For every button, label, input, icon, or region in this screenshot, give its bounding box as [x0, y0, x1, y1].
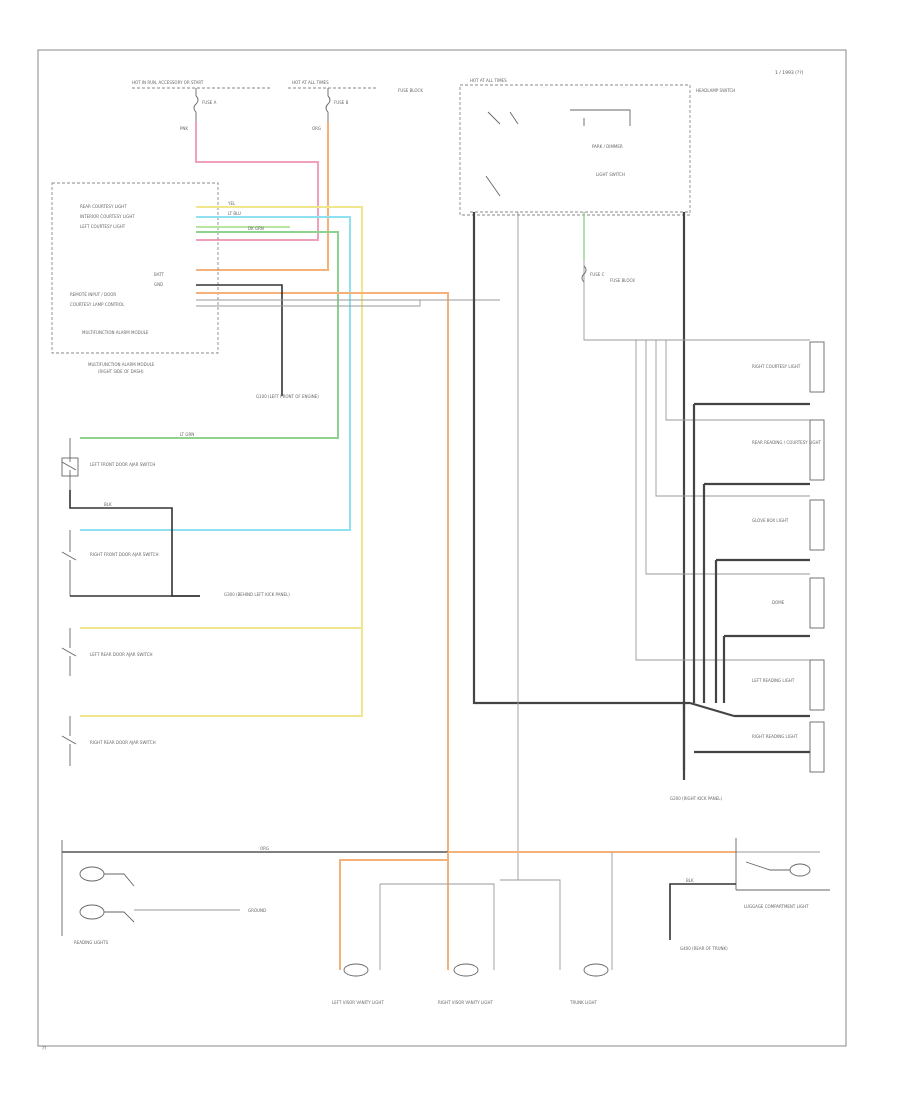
svg-text:GLOVE BOX LIGHT: GLOVE BOX LIGHT — [752, 518, 789, 523]
top-left-source-label: HOT IN RUN, ACCESSORY OR START — [132, 80, 204, 85]
bcm-pin-3: LEFT COURTESY LIGHT — [80, 224, 126, 229]
footer-label: ?? — [42, 1046, 46, 1051]
g-ground-label: G100 (LEFT FRONT OF ENGINE) — [256, 394, 319, 399]
rf-door-switch: RIGHT FRONT DOOR AJAR SWITCH — [61, 530, 158, 596]
fuse-a: FUSE A — [193, 88, 217, 122]
svg-text:LEFT FRONT DOOR AJAR SWITCH: LEFT FRONT DOOR AJAR SWITCH — [90, 462, 155, 467]
svg-text:FUSE A: FUSE A — [202, 100, 217, 105]
right-reading-light: RIGHT READING LIGHT — [752, 721, 825, 773]
svg-text:RIGHT REAR DOOR AJAR SWITCH: RIGHT REAR DOOR AJAR SWITCH — [90, 740, 156, 745]
headlamp-switch-label: HEADLAMP SWITCH — [696, 88, 735, 93]
left-reading-light: LEFT READING LIGHT — [752, 659, 825, 711]
diagram-frame — [37, 49, 847, 1047]
orange-visor-l — [339, 859, 448, 970]
bcm-ground-wire — [196, 284, 283, 396]
headlamp-hot-label: HOT AT ALL TIMES — [470, 78, 507, 83]
corner-label: 1 / 1993 (??) — [775, 70, 804, 76]
svg-text:FUSE BLOCK: FUSE BLOCK — [610, 278, 635, 283]
dome-light: DOME — [772, 577, 825, 629]
rear-reading-light: REAR READING / COURTESY LIGHT — [752, 419, 825, 481]
headlamp-switch-box — [459, 84, 691, 216]
svg-text:RIGHT READING LIGHT: RIGHT READING LIGHT — [752, 734, 798, 739]
fuse-c: FUSE C FUSE BLOCK — [581, 265, 635, 283]
fuse-b: FUSE B — [325, 88, 349, 122]
bcm-caption: MULTIFUNCTION ALARM MODULE — [88, 362, 155, 367]
rr-door-switch: RIGHT REAR DOOR AJAR SWITCH — [61, 716, 156, 766]
wire-grn-label: DK GRN — [248, 226, 264, 231]
wire-lgrn-label: LT GRN — [180, 432, 194, 437]
bcm-pin-4: BATT — [154, 272, 165, 277]
svg-text:LEFT REAR DOOR AJAR SWITCH: LEFT REAR DOOR AJAR SWITCH — [90, 652, 153, 657]
bcm-pin-5: GND — [154, 282, 163, 287]
bcm-gray-wire-2 — [196, 300, 421, 307]
svg-text:GROUND: GROUND — [248, 908, 266, 913]
ground-right-label: G200 (RIGHT KICK PANEL) — [670, 796, 722, 801]
wire-yel-label: YEL — [227, 201, 236, 206]
park-dimmer-label: PARK / DIMMER — [592, 144, 623, 149]
bcm-pin-1: REAR COURTESY LIGHT — [80, 204, 127, 209]
luggage-ground-wire — [669, 883, 736, 940]
svg-text:LEFT VISOR VANITY LIGHT: LEFT VISOR VANITY LIGHT — [332, 1000, 384, 1005]
svg-text:TRUNK LIGHT: TRUNK LIGHT — [569, 1000, 598, 1005]
lr-door-switch: LEFT REAR DOOR AJAR SWITCH — [61, 628, 153, 676]
svg-text:FUSE C: FUSE C — [590, 272, 605, 277]
orange-wire-main — [196, 292, 449, 852]
svg-text:LUGGAGE COMPARTMENT LIGHT: LUGGAGE COMPARTMENT LIGHT — [744, 904, 809, 909]
bcm-pin-2: INTERIOR COURTESY LIGHT — [80, 214, 135, 219]
luggage-light: LUGGAGE COMPARTMENT LIGHT — [735, 838, 830, 909]
bcm-pin-7: COURTESY LAMP CONTROL — [70, 302, 125, 307]
ground-left-label: G300 (BEHIND LEFT KICK PANEL) — [224, 592, 290, 597]
svg-text:DOME: DOME — [772, 600, 785, 605]
headlamp-dk-wire — [472, 212, 690, 705]
bcm-location: (RIGHT SIDE OF DASH) — [98, 369, 144, 374]
svg-text:READING LIGHTS: READING LIGHTS — [74, 940, 109, 945]
light-switch-label: LIGHT SWITCH — [596, 172, 625, 177]
trunk-light: TRUNK LIGHT — [569, 963, 609, 1005]
bcm-name: MULTIFUNCTION ALARM MODULE — [82, 330, 149, 335]
orange-wire-top — [196, 122, 329, 271]
svg-text:FUSE B: FUSE B — [334, 100, 349, 105]
wire-org-label-2: ORG — [260, 846, 269, 851]
yellow-wire — [80, 206, 363, 629]
wire-cyan-label: LT BLU — [228, 211, 241, 216]
svg-text:RIGHT VISOR VANITY LIGHT: RIGHT VISOR VANITY LIGHT — [438, 1000, 493, 1005]
reading-lights-bottom: READING LIGHTS GROUND — [74, 866, 266, 945]
svg-text:RIGHT COURTESY LIGHT: RIGHT COURTESY LIGHT — [752, 364, 801, 369]
wire-org-label: ORG — [312, 126, 321, 131]
green-wire — [80, 231, 339, 439]
svg-text:LEFT READING LIGHT: LEFT READING LIGHT — [752, 678, 795, 683]
svg-text:RIGHT FRONT DOOR AJAR SWITCH: RIGHT FRONT DOOR AJAR SWITCH — [90, 552, 158, 557]
fuse-block-label: FUSE BLOCK — [398, 88, 423, 93]
top-mid-source-label: HOT AT ALL TIMES — [292, 80, 329, 85]
cyan-wire — [80, 216, 351, 531]
svg-text:REAR READING / COURTESY LIGHT: REAR READING / COURTESY LIGHT — [752, 440, 821, 445]
alarm-module-box — [51, 182, 219, 354]
right-visor-light: RIGHT VISOR VANITY LIGHT — [438, 963, 493, 1005]
bcm-pin-6: REMOTE INPUT / DOOR — [70, 292, 116, 297]
lf-door-switch: LEFT FRONT DOOR AJAR SWITCH — [61, 438, 155, 490]
luggage-ground-label: G400 (REAR OF TRUNK) — [680, 946, 728, 951]
wire-blk-label-1: BLK — [104, 502, 112, 507]
left-visor-light: LEFT VISOR VANITY LIGHT — [332, 963, 384, 1005]
yellow-wire-2 — [80, 628, 363, 717]
wire-blk-label-2: BLK — [686, 878, 694, 883]
glove-box-light: GLOVE BOX LIGHT — [752, 499, 825, 551]
pink-wire — [195, 122, 319, 241]
wire-pnk-label: PNK — [180, 126, 188, 131]
headlamp-switch-contacts — [485, 109, 631, 197]
right-courtesy-light: RIGHT COURTESY LIGHT — [752, 341, 825, 393]
